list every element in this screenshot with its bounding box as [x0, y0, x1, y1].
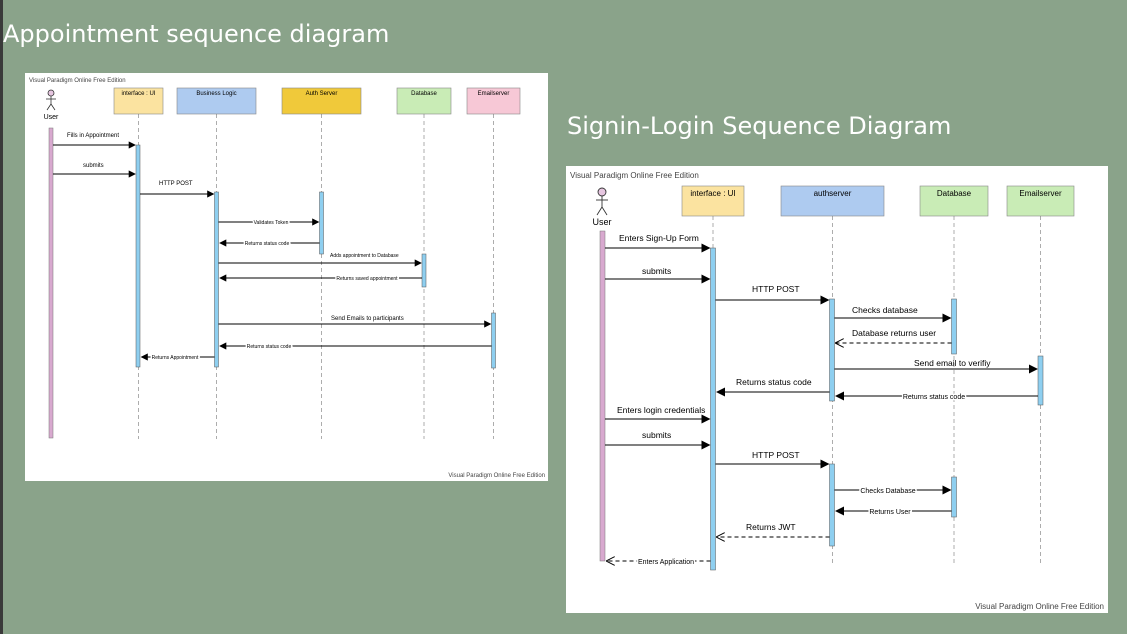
email-activation-bar [1037, 355, 1044, 406]
msg-validates-label: Validates Token [254, 220, 289, 226]
user-activation-bar [599, 230, 606, 562]
msg-returns-status-label: Returns status code [736, 377, 812, 387]
lifeline-database-label: Database [411, 91, 437, 97]
msg-enters-signup-label: Enters Sign-Up Form [619, 233, 699, 243]
lifeline-database-box [919, 185, 989, 217]
msg-http-post2-label: HTTP POST [752, 450, 800, 460]
user-actor-label: User [44, 114, 59, 121]
msg-submits2-label: submits [642, 430, 671, 440]
user-actor-icon [46, 89, 56, 111]
user-actor-icon [596, 187, 608, 216]
lifeline-database-label: Database [937, 189, 972, 198]
lifeline-ui-label: interface : UI [690, 189, 735, 198]
msg-returns-status2-label: Returns status code [903, 394, 965, 401]
lifeline-database-box [396, 87, 452, 115]
lifeline-ui-box [681, 185, 745, 217]
lifeline-auth-box [281, 87, 362, 115]
database-activation-bar-1 [951, 298, 957, 355]
authserver-activation-bar-1 [829, 298, 835, 402]
msg-returns-user-label: Returns User [869, 509, 911, 516]
appointment-sequence-diagram: Visual Paradigm Online Free Edition Visu… [29, 78, 545, 479]
signin-diagram-panel: Visual Paradigm Online Free Edition Visu… [566, 166, 1108, 613]
msg-fills-label: Fills in Appointment [67, 133, 119, 139]
msg-send-email-label: Send email to verifiy [914, 358, 991, 368]
msg-http-post-label: HTTP POST [159, 181, 193, 187]
appointment-diagram-title: Appointment sequence diagram [3, 20, 390, 48]
lifeline-email-box [466, 87, 521, 115]
lifeline-business-box [176, 87, 257, 115]
auth-activation-bar [319, 191, 324, 255]
database-activation-bar [421, 253, 427, 288]
msg-enters-login-label: Enters login credentials [617, 405, 705, 415]
lifeline-business-label: Business Logic [196, 91, 236, 97]
signin-diagram-title: Signin-Login Sequence Diagram [567, 112, 952, 140]
window-left-edge [0, 0, 3, 634]
lifeline-ui-label: interface : UI [121, 91, 155, 97]
business-activation-bar [214, 191, 219, 368]
user-actor-label: User [592, 217, 611, 227]
lifeline-email-label: Emailserver [1019, 189, 1062, 198]
msg-submits-label: submits [83, 163, 104, 169]
msg-send-emails-label: Send Emails to participants [331, 316, 404, 322]
lifeline-authserver-label: authserver [814, 189, 852, 198]
watermark-top: Visual Paradigm Online Free Edition [29, 78, 126, 84]
user-activation-bar [48, 127, 54, 439]
lifeline-email-label: Emailserver [478, 91, 510, 97]
email-activation-bar [491, 312, 496, 369]
lifeline-email-box [1006, 185, 1075, 217]
msg-http-post-label: HTTP POST [752, 284, 800, 294]
authserver-activation-bar-2 [829, 463, 835, 547]
msg-checks-database2-label: Checks Database [860, 488, 915, 495]
msg-returns-status2-label: Returns status code [247, 344, 292, 350]
msg-returns-appointment-label: Returns Appointment [152, 355, 199, 361]
msg-returns-jwt-label: Returns JWT [746, 522, 796, 532]
watermark-bottom: Visual Paradigm Online Free Edition [448, 473, 545, 479]
watermark-bottom: Visual Paradigm Online Free Edition [975, 602, 1104, 611]
lifeline-ui-box [113, 87, 164, 115]
watermark-top: Visual Paradigm Online Free Edition [570, 171, 699, 180]
msg-submits-label: submits [642, 266, 671, 276]
msg-database-returns-label: Database returns user [852, 328, 936, 338]
msg-checks-database-label: Checks database [852, 305, 918, 315]
database-activation-bar-2 [951, 476, 957, 518]
msg-enters-application-label: Enters Application [638, 559, 694, 566]
msg-returns-saved-label: Returns saved appointment [336, 276, 398, 282]
msg-adds-appointment-label: Adds appointment to Database [330, 253, 399, 259]
msg-returns-status-label: Returns status code [245, 241, 290, 247]
lifeline-dashes [138, 114, 494, 439]
ui-activation-bar [135, 144, 141, 368]
ui-activation-bar [710, 247, 716, 571]
signin-sequence-diagram: Visual Paradigm Online Free Edition Visu… [570, 171, 1104, 611]
appointment-diagram-panel: Visual Paradigm Online Free Edition Visu… [25, 73, 548, 481]
lifeline-auth-label: Auth Server [306, 91, 338, 97]
